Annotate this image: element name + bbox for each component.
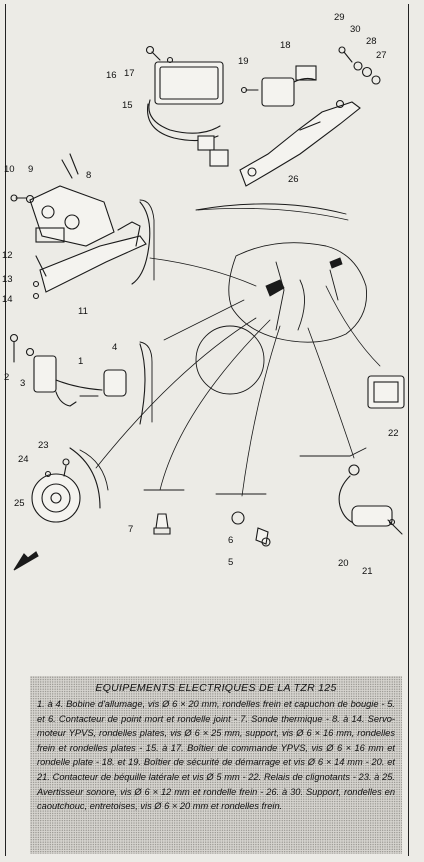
- callout-6: 6: [228, 535, 233, 546]
- callout-7: 7: [128, 524, 133, 535]
- callout-22: 22: [388, 428, 399, 439]
- callout-16: 16: [106, 70, 117, 81]
- figure-caption: EQUIPEMENTS ELECTRIQUES DE LA TZR 125 1.…: [30, 676, 402, 854]
- flasher-relay-part: [367, 375, 405, 409]
- callout-29: 29: [334, 12, 345, 23]
- starter-safety-box-part: [240, 65, 317, 107]
- callout-27: 27: [376, 50, 387, 61]
- callout-30: 30: [350, 24, 361, 35]
- servo-motor-part: [10, 153, 151, 300]
- frame-outline-part: [195, 242, 368, 395]
- thermo-sensor-part: [153, 513, 171, 535]
- callout-1: 1: [78, 356, 83, 367]
- callout-28: 28: [366, 36, 377, 47]
- callout-13: 13: [2, 274, 13, 285]
- callout-25: 25: [14, 498, 25, 509]
- callout-5: 5: [228, 557, 233, 568]
- neutral-switch-part: [231, 511, 271, 547]
- callout-23: 23: [38, 440, 49, 451]
- callout-4: 4: [112, 342, 117, 353]
- side-stand-switch-part: [338, 464, 403, 535]
- caption-title: EQUIPEMENTS ELECTRIQUES DE LA TZR 125: [95, 682, 337, 694]
- callout-18: 18: [280, 40, 291, 51]
- horn-part: [31, 447, 101, 523]
- ypvs-control-box-part: [145, 45, 229, 167]
- callout-20: 20: [338, 558, 349, 569]
- support-bracket-part: [239, 46, 381, 187]
- callout-11: 11: [78, 306, 88, 317]
- callout-19: 19: [238, 56, 249, 67]
- exploded-diagram: 1 2 3 4 5 6 7 8 9 10 11 12 13 14 15 16 1…: [2, 12, 405, 577]
- group-brackets: [79, 199, 367, 495]
- page-frame: [5, 4, 409, 856]
- callout-21: 21: [362, 566, 373, 577]
- callout-3: 3: [20, 378, 25, 389]
- callout-8: 8: [86, 170, 91, 181]
- callout-17: 17: [124, 68, 135, 79]
- callout-15: 15: [122, 100, 133, 111]
- callout-24: 24: [18, 454, 29, 465]
- leader-lines: [95, 207, 381, 497]
- ignition-coil-part: [9, 333, 146, 425]
- callout-26: 26: [288, 174, 299, 185]
- callout-9: 9: [28, 164, 33, 175]
- caption-body: 1. à 4. Bobine d'allumage, vis Ø 6 × 20 …: [37, 699, 395, 812]
- callout-12: 12: [2, 250, 13, 261]
- callout-14: 14: [2, 294, 13, 305]
- front-arrow-icon: [13, 551, 39, 571]
- callout-2: 2: [4, 372, 9, 383]
- callout-10: 10: [4, 164, 15, 175]
